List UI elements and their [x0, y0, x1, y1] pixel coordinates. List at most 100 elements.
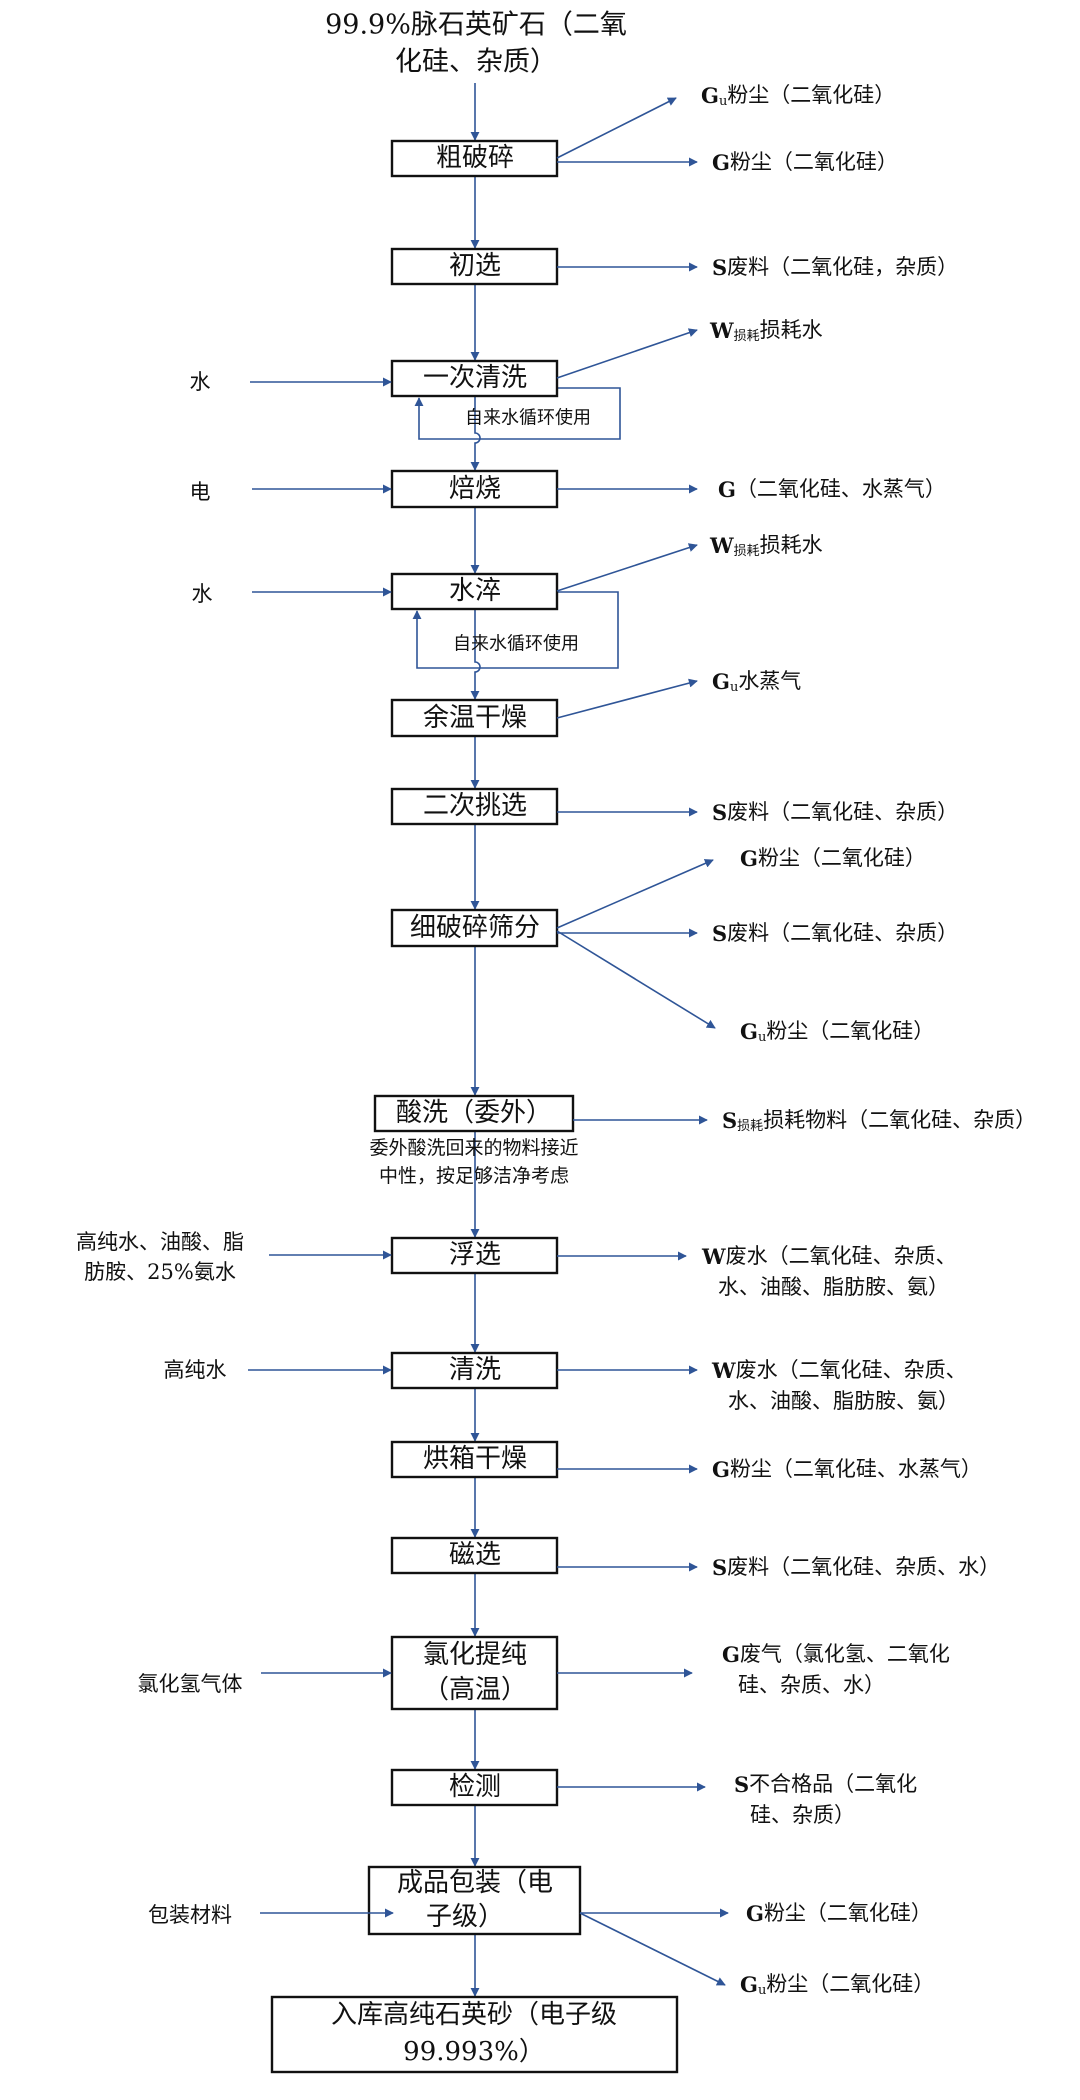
step-label: 水淬 [449, 576, 501, 606]
output-label: W废水（二氧化硅、杂质、 [711, 1358, 967, 1383]
output-label: G粉尘（二氧化硅） [712, 150, 898, 175]
input-chlorination: 氯化氢气体 [138, 1668, 392, 1696]
step-label: 检测 [449, 1772, 501, 1802]
output-type-subscript: u [758, 1983, 766, 1998]
output-description: 粉尘（二氧化硅） [727, 83, 895, 107]
step-label: 粗破碎 [436, 143, 514, 173]
step-residual-heat-dry: 余温干燥 [390, 698, 559, 738]
recycle-loop-first-wash: 自来水循环使用 [414, 387, 621, 440]
step-magnetic-select: 磁选 [390, 1536, 559, 1575]
input-label: 水 [190, 370, 211, 394]
output-label: G（二氧化硅、水蒸气） [718, 477, 946, 502]
output-label: G粉尘（二氧化硅、水蒸气） [712, 1457, 982, 1482]
output-description: 损耗水 [760, 318, 823, 342]
step-storage: 入库高纯石英砂（电子级 99.993%） [270, 1995, 679, 2074]
output-type-subscript: u [758, 1030, 766, 1045]
step-label: 细破碎筛分 [410, 913, 540, 943]
recycle-loop-line [414, 387, 621, 440]
main-flow-arrows [470, 83, 481, 1997]
output-packaging: G粉尘（二氧化硅） [580, 1901, 932, 1926]
step-label: 烘箱干燥 [423, 1444, 527, 1474]
acid-wash-note-line1: 委外酸洗回来的物料接近 [369, 1137, 578, 1159]
output-type-subscript: 损耗 [737, 1119, 763, 1134]
output-fine-crush-screen: Gu粉尘（二氧化硅） [556, 930, 934, 1045]
step-fine-crush-screen: 细破碎筛分 [390, 908, 559, 948]
output-label: G粉尘（二氧化硅） [740, 846, 926, 871]
output-label-line2: 水、油酸、脂肪胺、氨） [728, 1389, 959, 1413]
output-label: S废料（二氧化硅，杂质） [712, 255, 958, 280]
step-label: 焙烧 [449, 474, 501, 504]
step-acid-wash: 酸洗（委外） 委外酸洗回来的物料接近 中性，按足够洁净考虑 [369, 1094, 579, 1187]
step-box [390, 1351, 559, 1390]
output-label: Gu粉尘（二氧化硅） [701, 83, 895, 109]
output-type-prefix: G [712, 669, 730, 694]
output-description: 损耗水 [760, 533, 823, 557]
output-type-prefix: G [712, 150, 730, 175]
step-label: 余温干燥 [423, 703, 527, 733]
step-primary-select: 初选 [390, 247, 559, 286]
output-label: S损耗损耗物料（二氧化硅、杂质） [722, 1108, 1036, 1134]
input-water-quench: 水 [192, 582, 392, 606]
output-label: S废料（二氧化硅、杂质） [712, 921, 958, 946]
step-box [373, 1094, 575, 1133]
output-type-subscript: u [730, 680, 738, 695]
output-label: W损耗损耗水 [709, 318, 823, 344]
output-coarse-crush: Gu粉尘（二氧化硅） [556, 83, 895, 159]
input-first-wash: 水 [190, 370, 392, 394]
recycle-loop-water-quench: 自来水循环使用 [412, 591, 619, 669]
step-label-line1: 氯化提纯 [423, 1640, 527, 1670]
output-type-prefix: S [722, 1108, 737, 1133]
step-box [390, 572, 559, 611]
step-roast: 焙烧 [390, 469, 559, 509]
step-box [367, 1865, 582, 1936]
output-chlorination: G废气（氯化氢、二氧化硅、杂质、水） [557, 1642, 950, 1697]
output-oven-dry: G粉尘（二氧化硅、水蒸气） [557, 1457, 982, 1482]
output-arrow [556, 97, 677, 159]
output-label: S废料（二氧化硅、杂质） [712, 800, 958, 825]
output-label-line2: 硅、杂质、水） [738, 1673, 885, 1697]
step-label-line1: 入库高纯石英砂（电子级 [331, 2000, 617, 2030]
input-label: 水 [192, 582, 213, 606]
output-type-prefix: G [740, 846, 758, 871]
output-arrow [556, 543, 698, 592]
recycle-loop-note: 自来水循环使用 [453, 634, 579, 655]
acid-wash-note-line2: 中性，按足够洁净考虑 [379, 1165, 569, 1187]
output-fine-crush-screen: G粉尘（二氧化硅） [556, 846, 926, 929]
step-box [270, 1995, 679, 2074]
output-description: 废水（二氧化硅、杂质、 [736, 1358, 967, 1382]
output-label: W废水（二氧化硅、杂质、 [701, 1244, 957, 1269]
output-type-prefix: W [709, 318, 734, 343]
output-description: 粉尘（二氧化硅） [764, 1901, 932, 1925]
output-label: Gu粉尘（二氧化硅） [740, 1972, 934, 1998]
input-label: 电 [190, 480, 211, 504]
step-wash: 清洗 [390, 1351, 559, 1390]
output-description: 水蒸气 [738, 669, 801, 693]
output-fine-crush-screen: S废料（二氧化硅、杂质） [557, 921, 958, 946]
output-type-prefix: G [740, 1019, 758, 1044]
step-label: 清洗 [449, 1355, 501, 1385]
output-type-prefix: G [712, 1457, 730, 1482]
output-arrow [556, 678, 698, 719]
output-type-prefix: G [718, 477, 736, 502]
outputs: Gu粉尘（二氧化硅）G粉尘（二氧化硅）S废料（二氧化硅，杂质）W损耗损耗水G（二… [556, 83, 1036, 1998]
output-description: 废水（二氧化硅、杂质、 [726, 1244, 957, 1268]
output-label: Gu水蒸气 [712, 669, 801, 695]
step-label-line2: 子级） [426, 1902, 504, 1932]
step-label: 初选 [449, 251, 501, 281]
output-description: 粉尘（二氧化硅） [766, 1019, 934, 1043]
raw-material-title-line2: 化硅、杂质） [395, 47, 557, 78]
output-description: 损耗物料（二氧化硅、杂质） [763, 1108, 1036, 1132]
step-box [390, 139, 559, 178]
step-label: 浮选 [449, 1240, 501, 1270]
step-box [390, 1440, 559, 1479]
output-arrow [556, 859, 714, 929]
recycle-loop-note: 自来水循环使用 [465, 408, 591, 429]
step-box [390, 1536, 559, 1575]
step-label: 酸洗（委外） [396, 1098, 552, 1128]
step-water-quench: 水淬 [390, 572, 559, 611]
step-label-line1: 成品包装（电 [397, 1868, 553, 1898]
step-inspection: 检测 [390, 1768, 559, 1807]
output-type-prefix: W [709, 533, 734, 558]
output-description: 粉尘（二氧化硅） [758, 846, 926, 870]
